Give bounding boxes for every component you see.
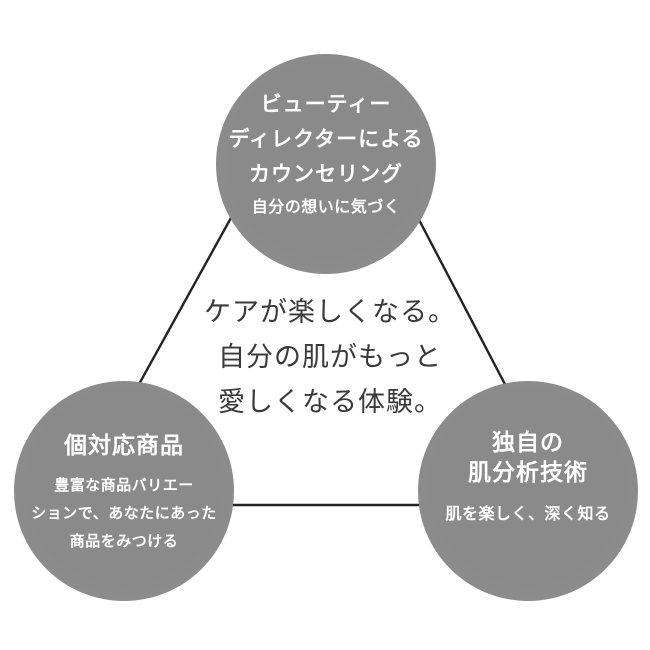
products-subtitle-line-1: 豊富な商品バリエー <box>54 477 194 494</box>
counseling-subtitle: 自分の想いに気づく <box>251 199 401 216</box>
analysis-subtitle: 肌を楽しく、深く知る <box>445 506 611 523</box>
node-circle-analysis: 独自の 肌分析技術 肌を楽しく、深く知る <box>418 381 638 601</box>
connector-line-right <box>414 212 511 394</box>
products-subtitle-line-2: ションで、あなたにあった <box>31 505 217 522</box>
products-subtitle: 豊富な商品バリエー ションで、あなたにあった 商品をみつける <box>14 472 234 556</box>
counseling-title-line-2: ディレクターによる <box>228 128 424 151</box>
center-message-line-2: 自分の肌がもっと <box>218 342 442 372</box>
analysis-title-line-2: 肌分析技術 <box>468 459 588 485</box>
counseling-title-line-1: ビューティー <box>260 93 392 116</box>
connector-line-left <box>136 214 234 388</box>
node-circle-counseling: ビューティー ディレクターによる カウンセリング 自分の想いに気づく <box>216 54 436 274</box>
products-title: 個対応商品 <box>64 432 184 458</box>
center-message-line-3: 愛しくなる体験。 <box>218 387 442 417</box>
node-circle-products: 個対応商品 豊富な商品バリエー ションで、あなたにあった 商品をみつける <box>14 381 234 601</box>
center-message: ケアが楽しくなる。 自分の肌がもっと 愛しくなる体験。 <box>0 290 650 425</box>
analysis-title-line-1: 独自の <box>492 429 564 455</box>
center-message-line-1: ケアが楽しくなる。 <box>204 297 456 327</box>
products-subtitle-line-3: 商品をみつける <box>69 533 179 550</box>
counseling-title-line-3: カウンセリング <box>249 163 403 186</box>
